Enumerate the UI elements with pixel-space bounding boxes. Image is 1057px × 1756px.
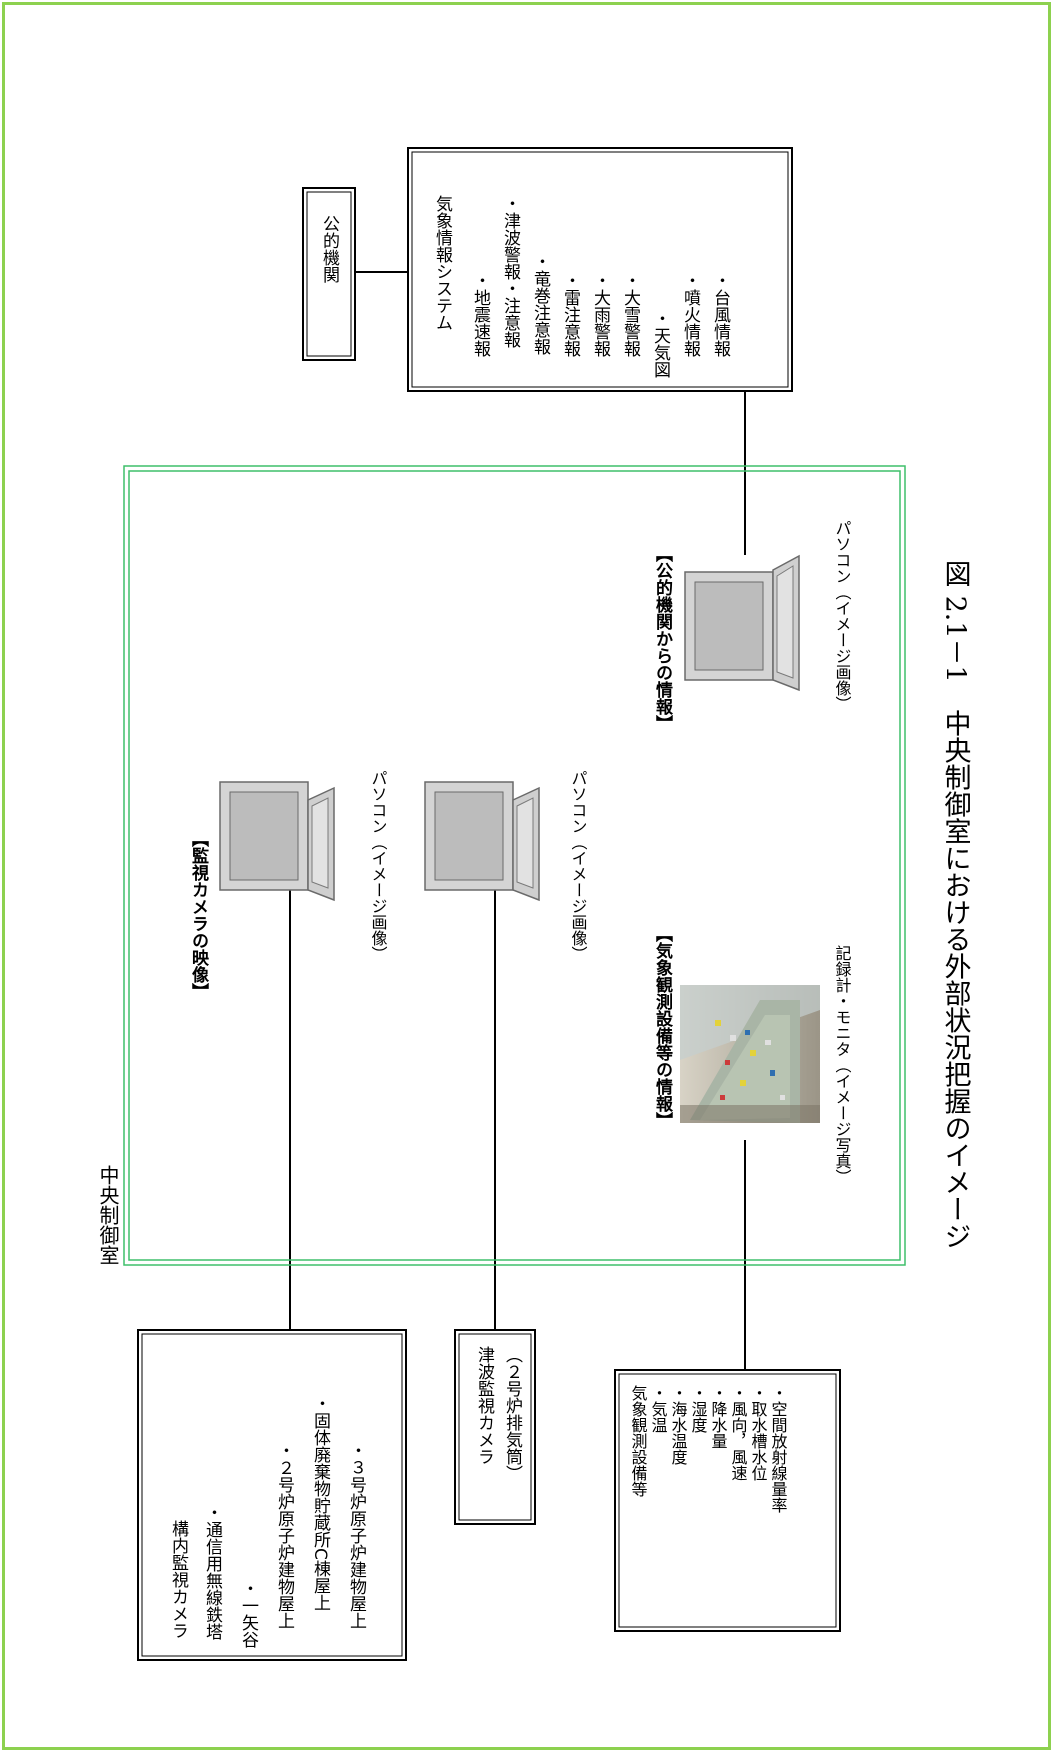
recorder-photo xyxy=(680,985,820,1123)
control-room-label: 中央制御室 xyxy=(96,1165,120,1265)
weather-equipment-item: ・降水量 xyxy=(709,1385,728,1449)
camera-monitor-heading: 【監視カメラの映像】 xyxy=(188,830,210,1000)
figure-caption: 図 2.1－1 中央制御室における外部状況把握のイメージ xyxy=(940,560,972,1250)
weather-monitor-heading: 【気象観測設備等の情報】 xyxy=(652,925,674,1129)
weather-system-item: ・噴火情報 xyxy=(680,272,701,358)
camera-monitor-heading-group: 【監視カメラの映像】 xyxy=(188,830,210,1000)
tsunami-camera-title: 津波監視カメラ xyxy=(474,1346,495,1465)
weather-system-box: 気象情報システム ・地震速報 ・津波警報・注意報 ・竜巻注意報 ・雷注意報 ・大… xyxy=(407,147,793,392)
public-agency-box: 公的機関 xyxy=(302,187,356,361)
weather-monitor-caption: 記録計・モニタ（イメージ写真） xyxy=(833,945,852,1185)
connector-lines xyxy=(289,271,746,1370)
camera-monitor-icon xyxy=(219,781,335,902)
weather-system-item: ・台風情報 xyxy=(710,272,731,358)
weather-system-items: ・地震速報 ・津波警報・注意報 ・竜巻注意報 ・雷注意報 ・大雨警報 ・大雪警報… xyxy=(470,195,731,378)
weather-equipment-item: ・海水温度 xyxy=(669,1385,688,1465)
public-agency-label: 公的機関 xyxy=(319,215,340,283)
yard-cameras-box: 構内監視カメラ ・通信用無線鉄塔 ・一矢谷 ・２号炉原子炉建物屋上 ・固体廃棄物… xyxy=(137,1329,407,1661)
weather-system-item: ・地震速報 xyxy=(470,272,491,358)
yard-cameras-item: ・２号炉原子炉建物屋上 xyxy=(274,1442,295,1629)
yard-cameras-title: 構内監視カメラ xyxy=(168,1520,189,1639)
tsunami-monitor-icon xyxy=(424,781,540,902)
public-monitor-caption: パソコン（イメージ画像） xyxy=(833,520,852,712)
weather-equipment-item: ・取水槽水位 xyxy=(749,1385,768,1481)
weather-equipment-item: ・湿度 xyxy=(689,1385,708,1433)
weather-equipment-title: 気象観測設備等 xyxy=(629,1385,648,1497)
weather-equipment-items: ・気温 ・海水温度 ・湿度 ・降水量 ・風向，風速 ・取水槽水位 ・空間放射線量… xyxy=(649,1385,788,1513)
yard-cameras-item: ・通信用無線鉄塔 xyxy=(202,1504,223,1640)
yard-cameras-item: ・固体廃棄物貯蔵所C棟屋上 xyxy=(310,1395,331,1611)
public-monitor-icon xyxy=(684,554,800,692)
camera-monitor-caption: パソコン（イメージ画像） xyxy=(369,770,388,962)
yard-cameras-item: ・３号炉原子炉建物屋上 xyxy=(346,1442,367,1629)
public-monitor-heading: 【公的機関からの情報】 xyxy=(652,545,673,732)
tsunami-camera-subtitle: （２号炉排気筒） xyxy=(502,1346,523,1482)
tsunami-monitor-caption: パソコン（イメージ画像） xyxy=(569,770,588,962)
weather-equipment-box: 気象観測設備等 ・気温 ・海水温度 ・湿度 ・降水量 ・風向，風速 ・取水槽水位… xyxy=(614,1369,841,1632)
weather-system-item: ・竜巻注意報 xyxy=(530,253,551,356)
weather-equipment-item: ・気温 xyxy=(649,1385,668,1433)
weather-system-title: 気象情報システム xyxy=(432,195,453,331)
control-room-frame xyxy=(123,465,906,1266)
weather-system-item: ・雷注意報 xyxy=(560,272,581,358)
yard-cameras-item: ・一矢谷 xyxy=(238,1580,259,1648)
weather-system-item: ・大雪警報 xyxy=(620,272,641,358)
tsunami-camera-box: 津波監視カメラ （２号炉排気筒） xyxy=(454,1329,536,1525)
weather-system-item: ・天気図 xyxy=(650,310,671,378)
weather-equipment-item: ・風向，風速 xyxy=(729,1385,748,1481)
weather-equipment-item: ・空間放射線量率 xyxy=(769,1385,788,1513)
weather-system-item: ・大雨警報 xyxy=(590,272,611,358)
yard-cameras-items: ・通信用無線鉄塔 ・一矢谷 ・２号炉原子炉建物屋上 ・固体廃棄物貯蔵所C棟屋上 … xyxy=(202,1395,367,1648)
weather-system-item: ・津波警報・注意報 xyxy=(500,195,521,349)
